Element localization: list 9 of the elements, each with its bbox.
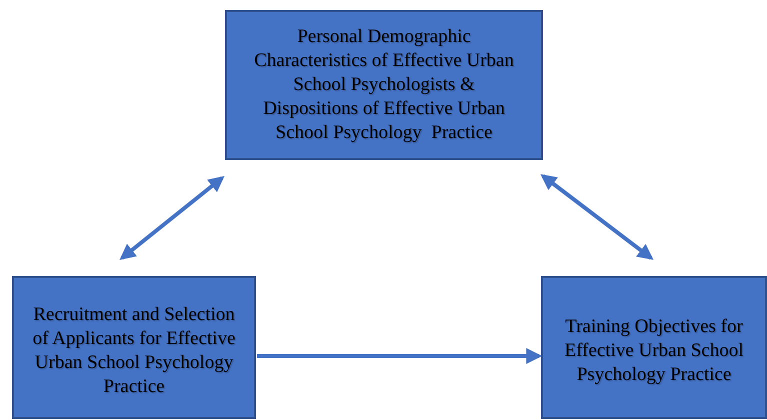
box-text: Personal Demographic Characteristics of Effective Urban School Psychologists & Dispositions of Effective Urban School Psychology Practice — [253, 25, 515, 145]
arrow — [120, 176, 224, 260]
arrow — [540, 174, 654, 260]
box-text: Training Objectives for Effective Urban School Psychology Practice — [563, 314, 745, 386]
box-text: Recruitment and Selection of Applicants for Effective Urban School Psychology Practice — [32, 302, 236, 398]
process-box — [225, 10, 543, 160]
arrow — [257, 348, 542, 364]
process-box — [12, 276, 256, 419]
process-box — [541, 276, 767, 419]
